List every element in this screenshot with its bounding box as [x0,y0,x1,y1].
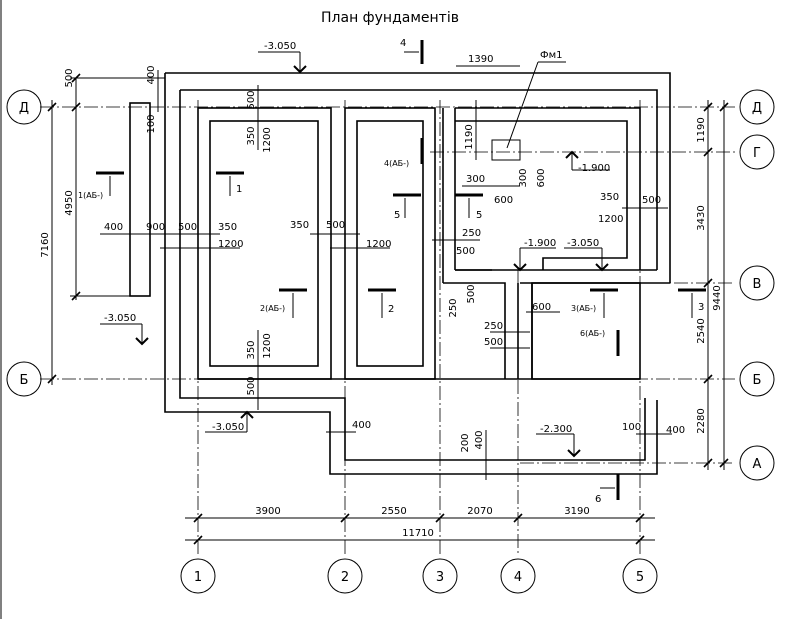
dim-misc: 100 [622,422,641,433]
dim-misc: 1200 [262,333,273,358]
section-label: 6 [595,494,601,505]
dim-misc: 500 [246,90,257,109]
dim-right: 2280 [696,408,707,433]
section-label: 2(АБ-) [260,304,285,313]
axis-label: Б [753,373,762,388]
section-label: 5 [394,210,400,221]
dim-misc: 900 [146,222,165,233]
dim-misc: 1190 [464,124,475,149]
footing-label: Фм1 [540,50,563,61]
dim-left: 500 [64,68,75,87]
dim-bottom: 3900 [255,506,280,517]
dim-right-total: 9440 [712,285,723,310]
dim-misc: 500 [326,220,345,231]
level-label: -1.900 [524,238,556,249]
axis-label: 4 [514,570,522,585]
dim-misc: 300 [518,168,529,187]
axis-label: Б [20,373,29,388]
dim-misc: 1200 [366,239,391,250]
dim-misc: 1200 [218,239,243,250]
dim-bottom: 2070 [467,506,492,517]
axis-label: 1 [194,570,202,585]
section-label: 4(АБ-) [384,159,409,168]
dim-misc: 600 [532,302,551,313]
dim-misc: 300 [466,174,485,185]
axis-bubbles-letters-left: Д Б [6,89,42,397]
axis-label: Г [753,146,761,161]
dim-total: 11710 [402,528,434,539]
grid-axes [40,100,735,555]
dim-misc: 500 [246,376,257,395]
section-label: 4 [400,38,406,49]
axis-label: В [753,277,762,292]
drawing-title: План фундаментів [321,10,459,26]
dim-misc: 1390 [468,54,493,65]
dim-misc: 500 [484,337,503,348]
dim-misc: 350 [246,126,257,145]
dim-misc: 100 [146,114,157,133]
dim-right: 3430 [696,205,707,230]
axis-label: Д [19,101,29,116]
dim-misc: 1200 [262,127,273,152]
level-label: -3.050 [264,41,296,52]
dim-misc: 200 [460,433,471,452]
dim-misc: 400 [352,420,371,431]
dim-misc: 600 [536,168,547,187]
dim-bottom: 3190 [564,506,589,517]
section-label: 6(АБ-) [580,329,605,338]
section-label: 3(АБ-) [571,304,596,313]
dim-misc: 600 [494,195,513,206]
dim-misc: 400 [146,65,157,84]
dim-right: 2540 [696,318,707,343]
section-label: 1(АБ-) [78,191,103,200]
level-label: -3.050 [567,238,599,249]
dim-misc: 500 [456,246,475,257]
left-dimensions: 7160 4950 500 [40,68,165,385]
level-marks: -3.050 -3.050 -3.050 -1.900 -1.900 -3.05… [100,41,610,458]
axis-bubbles-numbers: 1 2 3 4 5 [180,558,658,594]
axis-label: 2 [341,570,349,585]
section-marks: 4 1(АБ-) 1 4(АБ-) 5 5 2(АБ-) 2 3(АБ-) 3 … [78,38,706,505]
section-label: 2 [388,304,394,315]
dim-misc: 350 [246,340,257,359]
dim-misc: 350 [218,222,237,233]
section-label: 5 [476,210,482,221]
dim-misc: 250 [448,298,459,317]
dim-misc: 500 [178,222,197,233]
local-dimensions: 400 100 500 350 1200 400 900 500 350 120… [100,54,685,480]
dim-bottom: 2550 [381,506,406,517]
right-dimensions: 1190 3430 2540 2280 9440 [696,100,729,470]
dim-misc: 400 [666,425,685,436]
axis-label: А [753,457,762,472]
dim-misc: 400 [104,222,123,233]
dim-misc: 350 [290,220,309,231]
footing-mark: Фм1 [506,50,566,149]
foundation-walls [129,72,671,475]
dim-misc: 400 [474,430,485,449]
level-label: -3.050 [212,422,244,433]
dim-misc: 500 [642,195,661,206]
dim-left: 4950 [64,190,75,215]
bottom-dimensions: 3900 2550 2070 3190 11710 [185,506,655,545]
section-label: 3 [698,302,704,313]
axis-bubbles-letters-right: Д Г В Б А [739,89,775,481]
section-label: 1 [236,184,242,195]
dim-misc: 350 [600,192,619,203]
level-label: -3.050 [104,313,136,324]
dim-right: 1190 [696,117,707,142]
dim-misc: 250 [462,228,481,239]
dim-misc: 1200 [598,214,623,225]
dim-misc: 500 [466,284,477,303]
dim-left-total: 7160 [40,232,51,257]
axis-label: Д [752,101,762,116]
axis-label: 5 [636,570,644,585]
dim-misc: 250 [484,321,503,332]
axis-label: 3 [436,570,444,585]
level-label: -2.300 [540,424,572,435]
level-label: -1.900 [578,163,610,174]
